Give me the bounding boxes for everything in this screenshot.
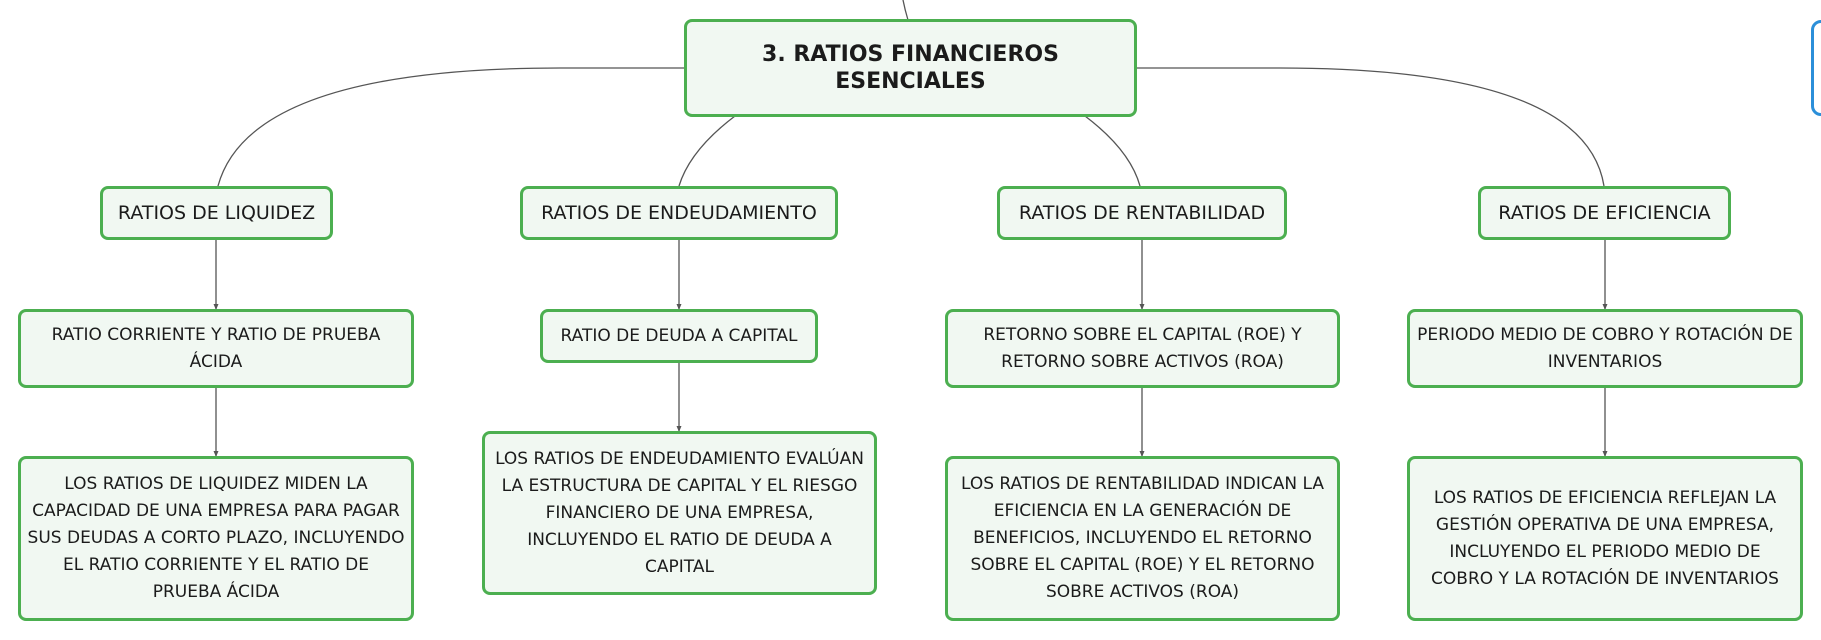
item-label: RETORNO SOBRE EL CAPITAL (ROE) Y RETORNO… [983, 324, 1302, 372]
connector-root-liquidez [217, 67, 685, 187]
connector-root-eficiencia [1136, 67, 1605, 187]
category-label: RATIOS DE LIQUIDEZ [117, 201, 316, 224]
item-label: PERIODO MEDIO DE COBRO Y ROTACIÓN DE INV… [1417, 324, 1793, 372]
item-endeudamiento[interactable]: RATIO DE DEUDA A CAPITAL [540, 309, 818, 363]
category-liquidez[interactable]: RATIOS DE LIQUIDEZ [100, 186, 333, 240]
description-text: LOS RATIOS DE LIQUIDEZ MIDEN LA CAPACIDA… [27, 474, 405, 602]
category-rentabilidad[interactable]: RATIOS DE RENTABILIDAD [997, 186, 1287, 240]
description-endeudamiento[interactable]: LOS RATIOS DE ENDEUDAMIENTO EVALÚAN LA E… [482, 431, 877, 595]
description-liquidez[interactable]: LOS RATIOS DE LIQUIDEZ MIDEN LA CAPACIDA… [18, 456, 414, 621]
category-endeudamiento[interactable]: RATIOS DE ENDEUDAMIENTO [520, 186, 838, 240]
category-eficiencia[interactable]: RATIOS DE EFICIENCIA [1478, 186, 1731, 240]
connector-root-endeudamiento [678, 115, 736, 187]
connector-root-rentabilidad [1084, 115, 1141, 187]
item-rentabilidad[interactable]: RETORNO SOBRE EL CAPITAL (ROE) Y RETORNO… [945, 309, 1340, 388]
item-label: RATIO DE DEUDA A CAPITAL [560, 325, 798, 346]
offscreen-topic-frame [1811, 20, 1821, 116]
category-label: RATIOS DE EFICIENCIA [1498, 201, 1711, 224]
description-text: LOS RATIOS DE RENTABILIDAD INDICAN LA EF… [960, 474, 1325, 602]
item-eficiencia[interactable]: PERIODO MEDIO DE COBRO Y ROTACIÓN DE INV… [1407, 309, 1803, 388]
item-liquidez[interactable]: RATIO CORRIENTE Y RATIO DE PRUEBA ÁCIDA [18, 309, 414, 388]
connector-parent [902, 0, 909, 21]
description-text: LOS RATIOS DE EFICIENCIA REFLEJAN LA GES… [1431, 487, 1779, 589]
description-text: LOS RATIOS DE ENDEUDAMIENTO EVALÚAN LA E… [495, 448, 864, 577]
item-label: RATIO CORRIENTE Y RATIO DE PRUEBA ÁCIDA [51, 324, 381, 372]
description-rentabilidad[interactable]: LOS RATIOS DE RENTABILIDAD INDICAN LA EF… [945, 456, 1340, 621]
category-label: RATIOS DE RENTABILIDAD [1018, 201, 1266, 224]
root-topic[interactable]: 3. RATIOS FINANCIEROS ESENCIALES [684, 19, 1137, 117]
category-label: RATIOS DE ENDEUDAMIENTO [541, 201, 817, 224]
description-eficiencia[interactable]: LOS RATIOS DE EFICIENCIA REFLEJAN LA GES… [1407, 456, 1803, 621]
root-topic-label: 3. RATIOS FINANCIEROS ESENCIALES [762, 42, 1059, 94]
